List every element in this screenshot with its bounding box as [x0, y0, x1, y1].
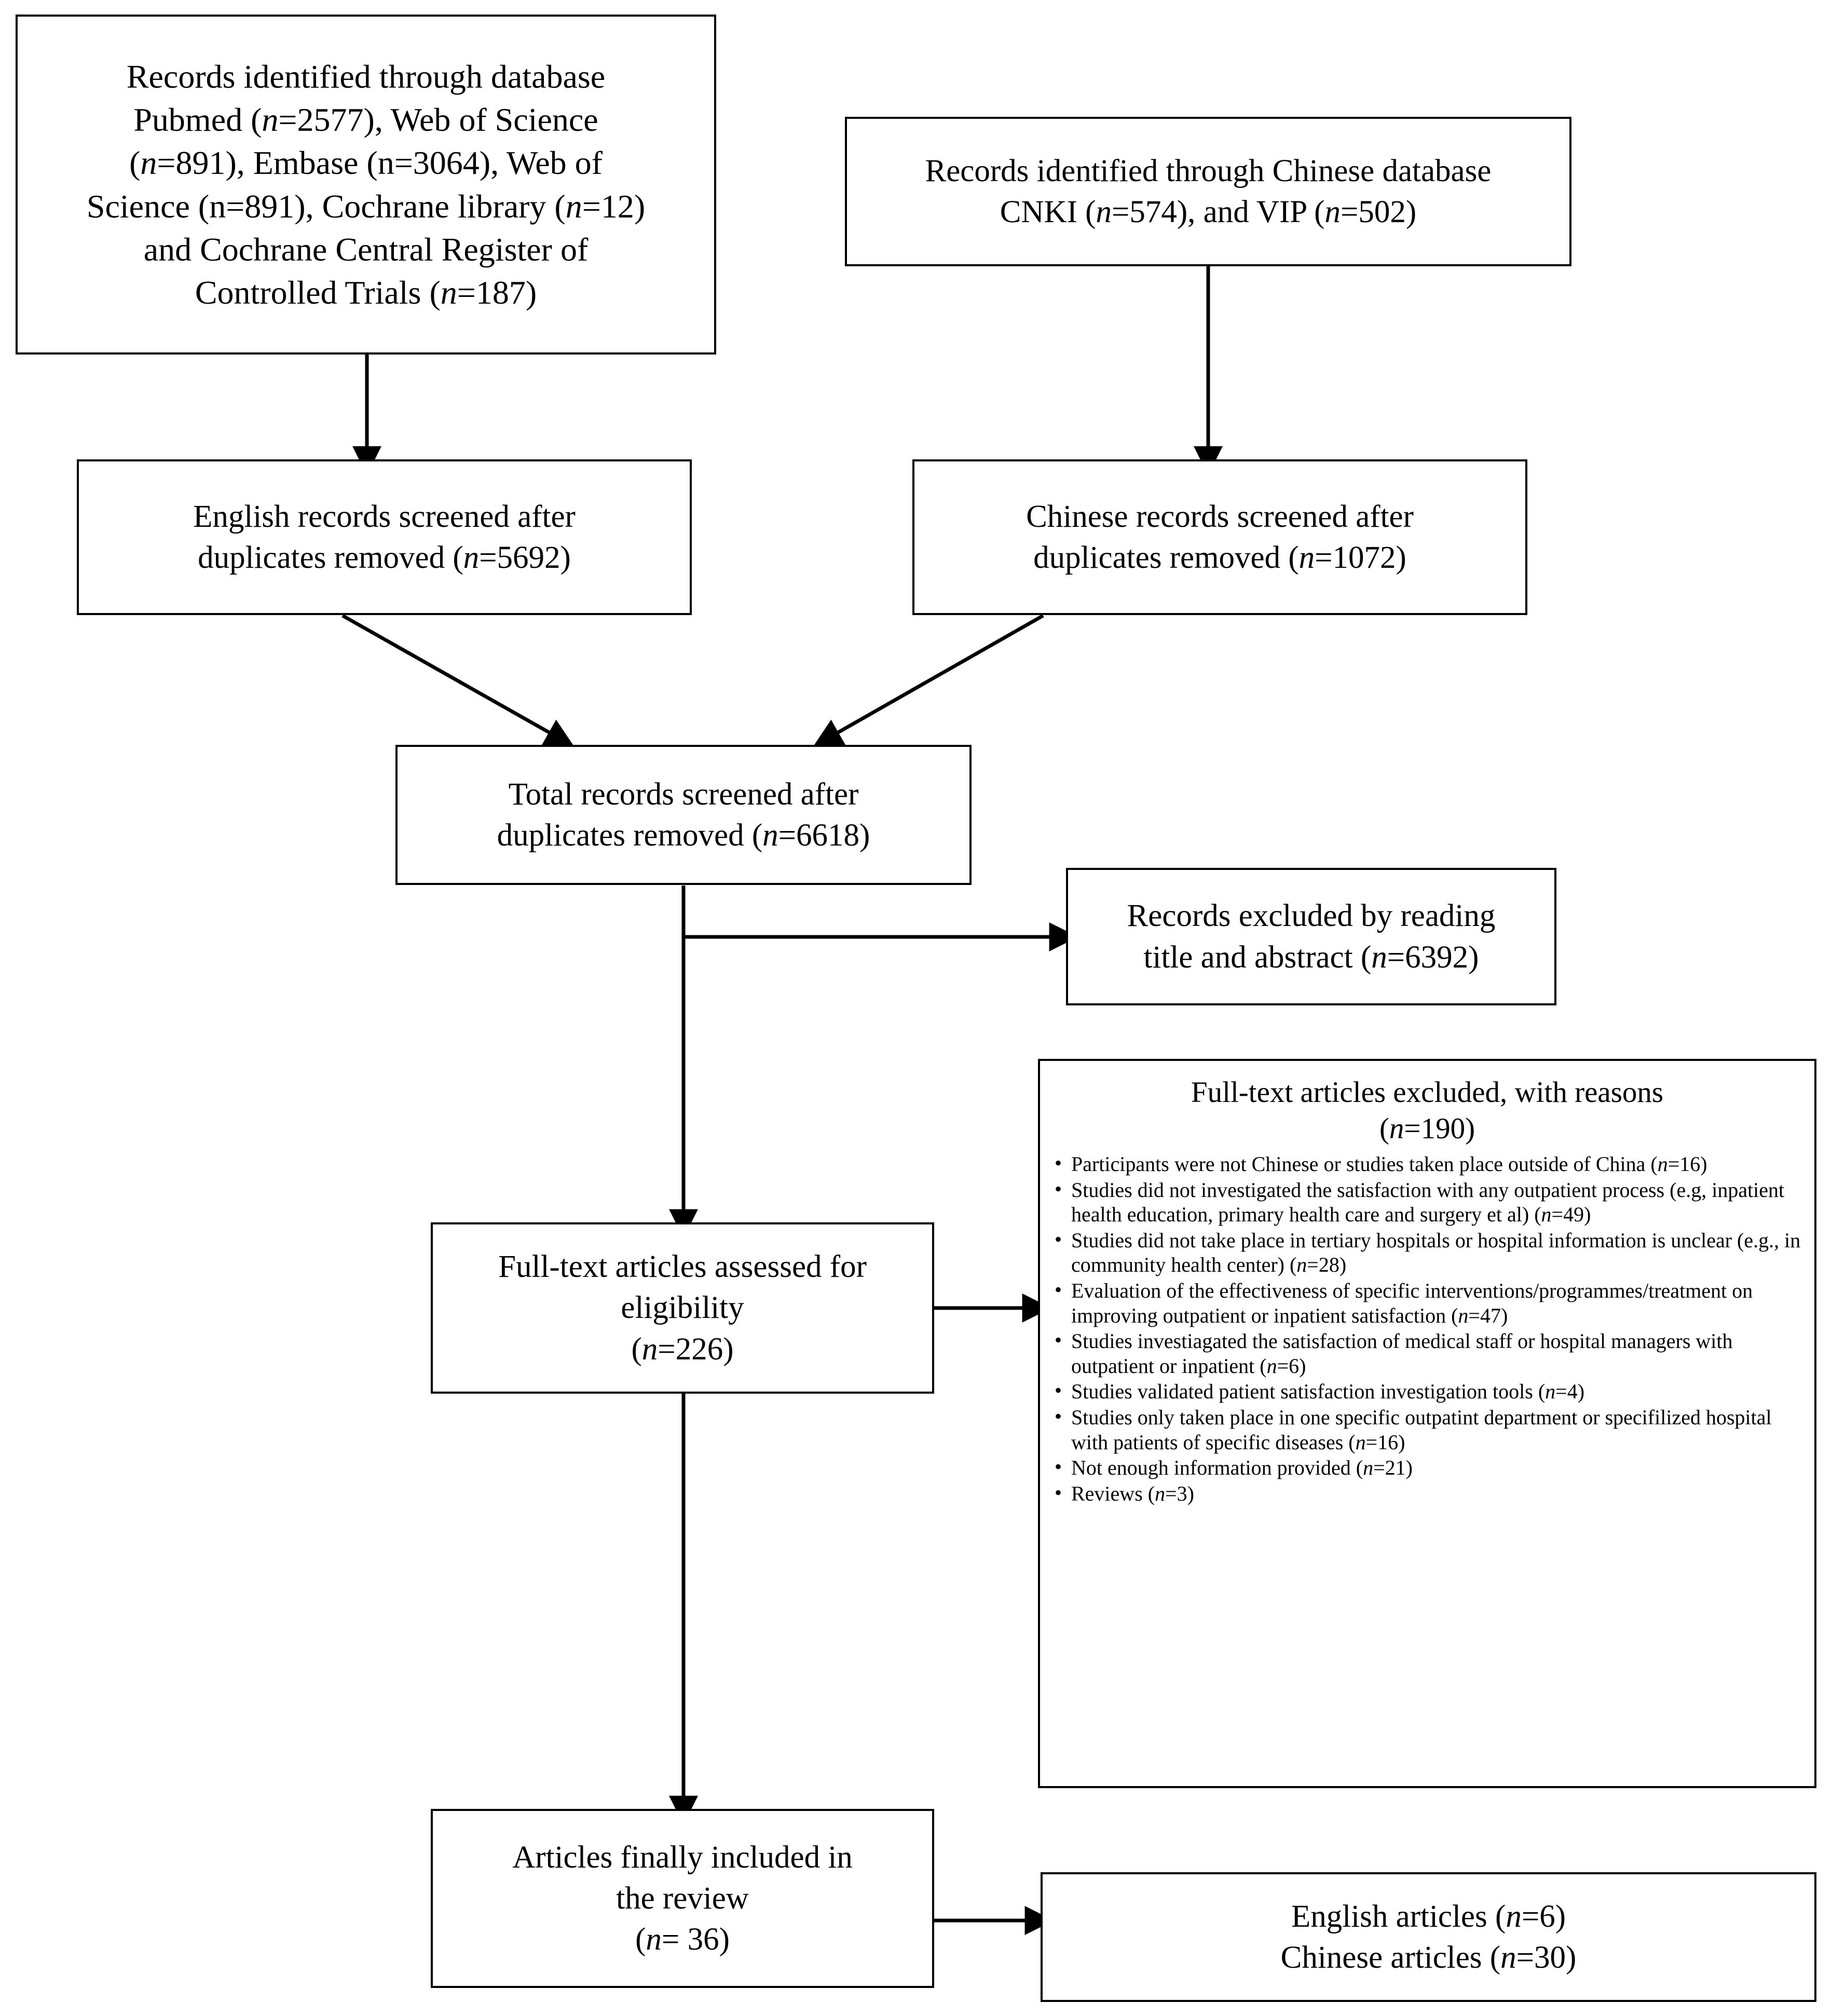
db-chinese-line-2: CNKI (n=574), and VIP (n=502) — [1000, 195, 1417, 229]
box-records-identified-english-databases: Records identified through database Pubm… — [16, 15, 716, 355]
screened-english-line-1: English records screened after — [193, 499, 576, 534]
screened-english-line-2: duplicates removed (n=5692) — [198, 540, 571, 575]
exclusion-reason-item: Studies only taken place in one specific… — [1054, 1404, 1801, 1454]
exclusion-reason-item: Studies did not take place in tertiary h… — [1054, 1227, 1801, 1277]
db-english-line-4: Science (n=891), Cochrane library (n=12) — [86, 187, 646, 225]
screened-chinese-line-2: duplicates removed (n=1072) — [1033, 540, 1406, 575]
languages-line-1: English articles (n=6) — [1291, 1899, 1566, 1934]
box-chinese-records-screened: Chinese records screened after duplicate… — [912, 459, 1527, 615]
exclusion-reason-item: Not enough information provided (n=21) — [1054, 1454, 1801, 1480]
box-articles-finally-included: Articles finally included in the review … — [431, 1809, 934, 1988]
screened-chinese-line-1: Chinese records screened after — [1026, 499, 1414, 534]
arrow-total-to-excluded-title-abstract — [681, 886, 1078, 951]
arrow-screenedchinese-to-total — [813, 614, 1044, 747]
arrow-screenedenglish-to-total — [341, 614, 575, 747]
box-total-records-screened: Total records screened after duplicates … — [395, 745, 972, 885]
fulltext-line-1: Full-text articles assessed for — [498, 1249, 867, 1285]
exclusion-reason-item: Reviews (n=3) — [1054, 1480, 1801, 1506]
box-records-excluded-title-abstract: Records excluded by reading title and ab… — [1066, 868, 1556, 1005]
exclusion-heading-line-1: Full-text articles excluded, with reason… — [1191, 1076, 1664, 1109]
exclusion-reason-item: Participants were not Chinese or studies… — [1054, 1151, 1801, 1177]
final-line-2: the review — [616, 1881, 749, 1916]
total-screened-line-2: duplicates removed (n=6618) — [497, 818, 870, 853]
db-english-line-5: and Cochrane Central Register of — [143, 230, 589, 268]
db-english-line-3: (n=891), Embase (n=3064), Web of — [129, 144, 603, 182]
exclusion-reasons-list: Participants were not Chinese or studies… — [1054, 1151, 1801, 1507]
exclusion-reason-item: Studies validated patient satisfaction i… — [1054, 1378, 1801, 1404]
excluded-ta-line-1: Records excluded by reading — [1127, 898, 1496, 934]
exclusion-reason-item: Studies investiagated the satisfaction o… — [1054, 1328, 1801, 1378]
box-fulltext-articles-assessed: Full-text articles assessed for eligibil… — [431, 1222, 934, 1394]
excluded-ta-line-2: title and abstract (n=6392) — [1143, 939, 1479, 975]
languages-line-2: Chinese articles (n=30) — [1280, 1940, 1577, 1975]
box-included-articles-by-language: English articles (n=6) Chinese articles … — [1041, 1872, 1816, 2002]
db-chinese-line-1: Records identified through Chinese datab… — [925, 153, 1492, 188]
fulltext-line-2: eligibility — [621, 1290, 744, 1326]
box-english-records-screened: English records screened after duplicate… — [77, 459, 692, 615]
db-english-line-1: Records identified through database — [126, 58, 606, 95]
box-fulltext-articles-excluded-with-reasons: Full-text articles excluded, with reason… — [1038, 1059, 1816, 1788]
db-english-line-6: Controlled Trials (n=187) — [195, 274, 537, 311]
total-screened-line-1: Total records screened after — [508, 777, 859, 812]
exclusion-reason-item: Evaluation of the effectiveness of speci… — [1054, 1277, 1801, 1328]
fulltext-line-3: (n=226) — [631, 1331, 734, 1367]
final-line-3: (n= 36) — [635, 1922, 730, 1957]
exclusion-heading-line-2: (n=190) — [1379, 1112, 1475, 1145]
exclusion-reason-item: Studies did not investigated the satisfa… — [1054, 1177, 1801, 1227]
db-english-line-2: Pubmed (n=2577), Web of Science — [133, 101, 598, 139]
box-records-identified-chinese-databases: Records identified through Chinese datab… — [845, 117, 1571, 266]
exclusion-reasons-heading: Full-text articles excluded, with reason… — [1054, 1074, 1801, 1147]
final-line-1: Articles finally included in — [512, 1840, 853, 1875]
